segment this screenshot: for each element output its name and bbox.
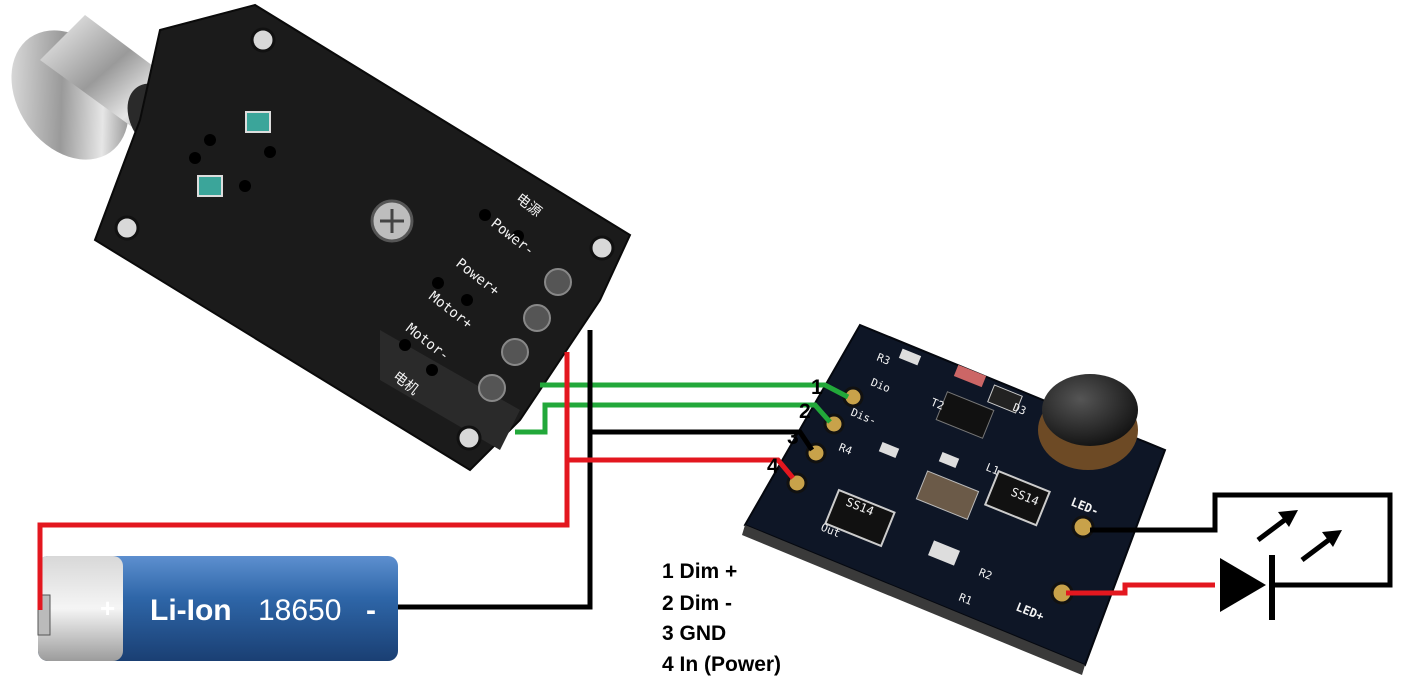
component-label: R4 — [837, 441, 855, 458]
wire-dim-minus — [515, 402, 832, 435]
mount-hole — [589, 235, 615, 261]
wire-led-plus — [1066, 582, 1215, 596]
component-label: L1 — [984, 461, 1001, 478]
wires — [37, 330, 1393, 610]
legend-item-1: 1 Dim + — [662, 560, 737, 583]
battery-model: 18650 — [258, 594, 341, 627]
led-symbol — [1220, 510, 1342, 620]
wire-number-labels: 1 2 3 4 — [767, 376, 823, 478]
component-label: R2 — [977, 566, 994, 583]
driver-pin-4 — [786, 472, 808, 494]
mount-hole — [456, 425, 482, 451]
terminal-screw — [544, 268, 572, 296]
terminal-screw — [478, 374, 506, 402]
inductor — [1042, 374, 1138, 446]
battery-plus-sign: + — [100, 593, 115, 623]
wire-battery-minus — [398, 432, 593, 610]
wire-gnd — [587, 330, 815, 452]
terminal-screw — [501, 338, 529, 366]
terminal-screw — [523, 304, 551, 332]
wire-battery-plus — [37, 460, 570, 610]
led-minus-pad — [1071, 515, 1095, 539]
wire-dim-plus — [540, 382, 850, 400]
battery-chemistry: Li-Ion — [150, 594, 232, 627]
legend-item-3: 3 GND — [662, 622, 726, 645]
legend-item-4: 4 In (Power) — [662, 653, 781, 676]
legend-item-2: 2 Dim - — [662, 592, 732, 615]
wire-power-in — [564, 352, 795, 480]
li-ion-battery: + Li-Ion 18650 - — [37, 556, 398, 661]
pin-legend: 1 Dim + 2 Dim - 3 GND 4 In (Power) — [662, 560, 781, 676]
component-label: D3 — [1011, 401, 1028, 418]
component-label: R1 — [957, 591, 974, 608]
wire-number: 2 — [799, 400, 811, 423]
wire-number: 3 — [787, 426, 799, 449]
battery-minus-sign: - — [366, 594, 376, 627]
mount-hole — [114, 215, 140, 241]
wire-number: 1 — [811, 376, 823, 399]
component-label: R3 — [875, 351, 892, 368]
mount-hole — [250, 27, 276, 53]
pwm-motor-controller-board: 电源 Power- Power+ Motor+ Motor- 电机 — [11, 3, 632, 472]
wire-number: 4 — [767, 455, 779, 478]
wire-led-minus — [1090, 492, 1393, 588]
led-driver-board: R3 Dio Dis- R4 T2 D3 L1 Out SS14 SS14 R2… — [742, 323, 1167, 675]
component-label: T2 — [929, 396, 946, 413]
